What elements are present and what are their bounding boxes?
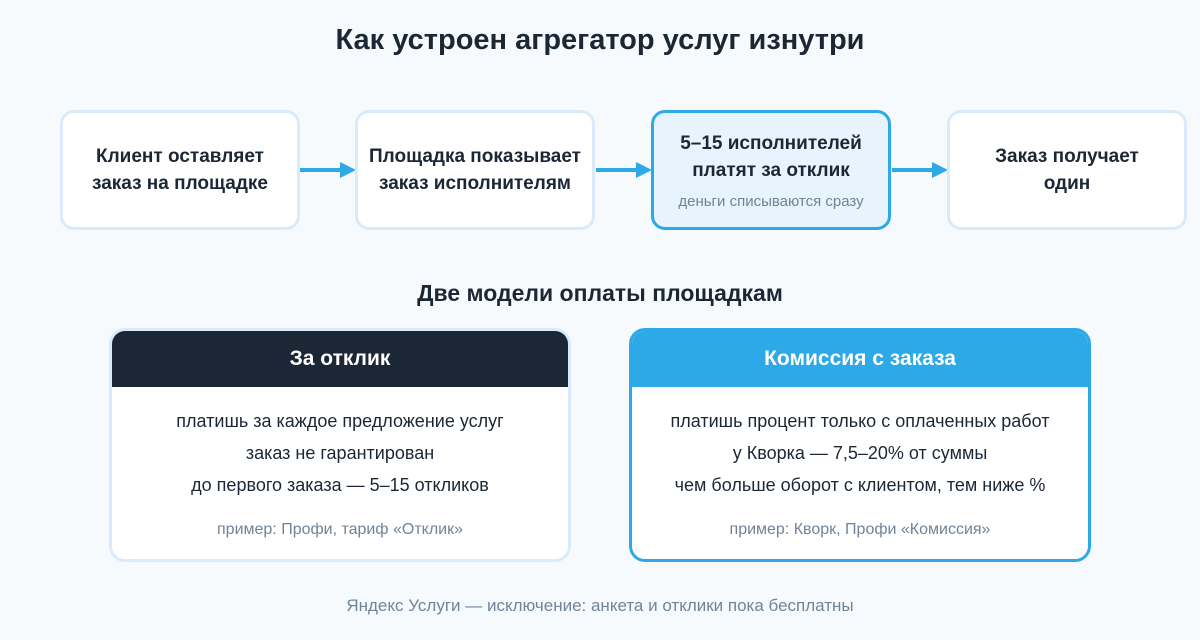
- flow-step-label: Площадка показывает заказ исполнителям: [369, 143, 581, 197]
- flow-step-label: 5–15 исполнителей платят за отклик: [680, 130, 862, 184]
- model-card-body: платишь процент только с оплаченных рабо…: [632, 387, 1088, 539]
- model-card-header: За отклик: [112, 331, 568, 387]
- model-card-example: пример: Кворк, Профи «Комиссия»: [729, 521, 991, 538]
- flow-step-label-line: Клиент оставляет: [96, 146, 264, 167]
- model-card-commission: Комиссия с заказа платишь процент только…: [629, 328, 1091, 562]
- flow-step-note: деньги списываются сразу: [678, 193, 864, 210]
- model-card-line: заказ не гарантирован: [245, 443, 435, 463]
- flow-step-label-line: 5–15 исполнителей: [680, 133, 862, 154]
- model-card-line: платишь процент только с оплаченных рабо…: [670, 411, 1050, 431]
- flow-step-contractors-pay: 5–15 исполнителей платят за отклик деньг…: [651, 110, 891, 230]
- flow-step-label-line: Заказ получает: [995, 146, 1139, 167]
- model-card-header: Комиссия с заказа: [632, 331, 1088, 387]
- model-card-line: у Кворка — 7,5–20% от суммы: [732, 443, 988, 463]
- flow-step-order-one: Заказ получает один: [947, 110, 1187, 230]
- model-card-body: платишь за каждое предложение услуг зака…: [112, 387, 568, 539]
- arrow-right-icon: [300, 162, 356, 178]
- model-card-per-response: За отклик платишь за каждое предложение …: [109, 328, 571, 562]
- flow-step-label: Клиент оставляет заказ на площадке: [92, 143, 268, 197]
- flow-step-label: Заказ получает один: [995, 143, 1139, 197]
- flow-step-label-line: один: [1043, 173, 1091, 194]
- arrow-right-icon: [596, 162, 652, 178]
- model-card-line: платишь за каждое предложение услуг: [176, 411, 504, 431]
- flow-step-label-line: Площадка показывает: [368, 146, 581, 167]
- arrow-right-icon: [892, 162, 948, 178]
- flow-step-label-line: заказ исполнителям: [379, 173, 571, 194]
- model-card-line: до первого заказа — 5–15 откликов: [191, 475, 489, 495]
- model-card-example: пример: Профи, тариф «Отклик»: [217, 521, 463, 538]
- flow-step-platform-shows: Площадка показывает заказ исполнителям: [355, 110, 595, 230]
- footer-note: Яндекс Услуги — исключение: анкета и отк…: [346, 596, 854, 615]
- models-title: Две модели оплаты площадкам: [417, 280, 783, 306]
- model-card-line: чем больше оборот с клиентом, тем ниже %: [674, 475, 1046, 495]
- page-title: Как устроен агрегатор услуг изнутри: [335, 24, 865, 56]
- flow-step-client-order: Клиент оставляет заказ на площадке: [60, 110, 300, 230]
- flow-step-label-line: платят за отклик: [692, 160, 850, 181]
- flow-step-label-line: заказ на площадке: [92, 173, 268, 194]
